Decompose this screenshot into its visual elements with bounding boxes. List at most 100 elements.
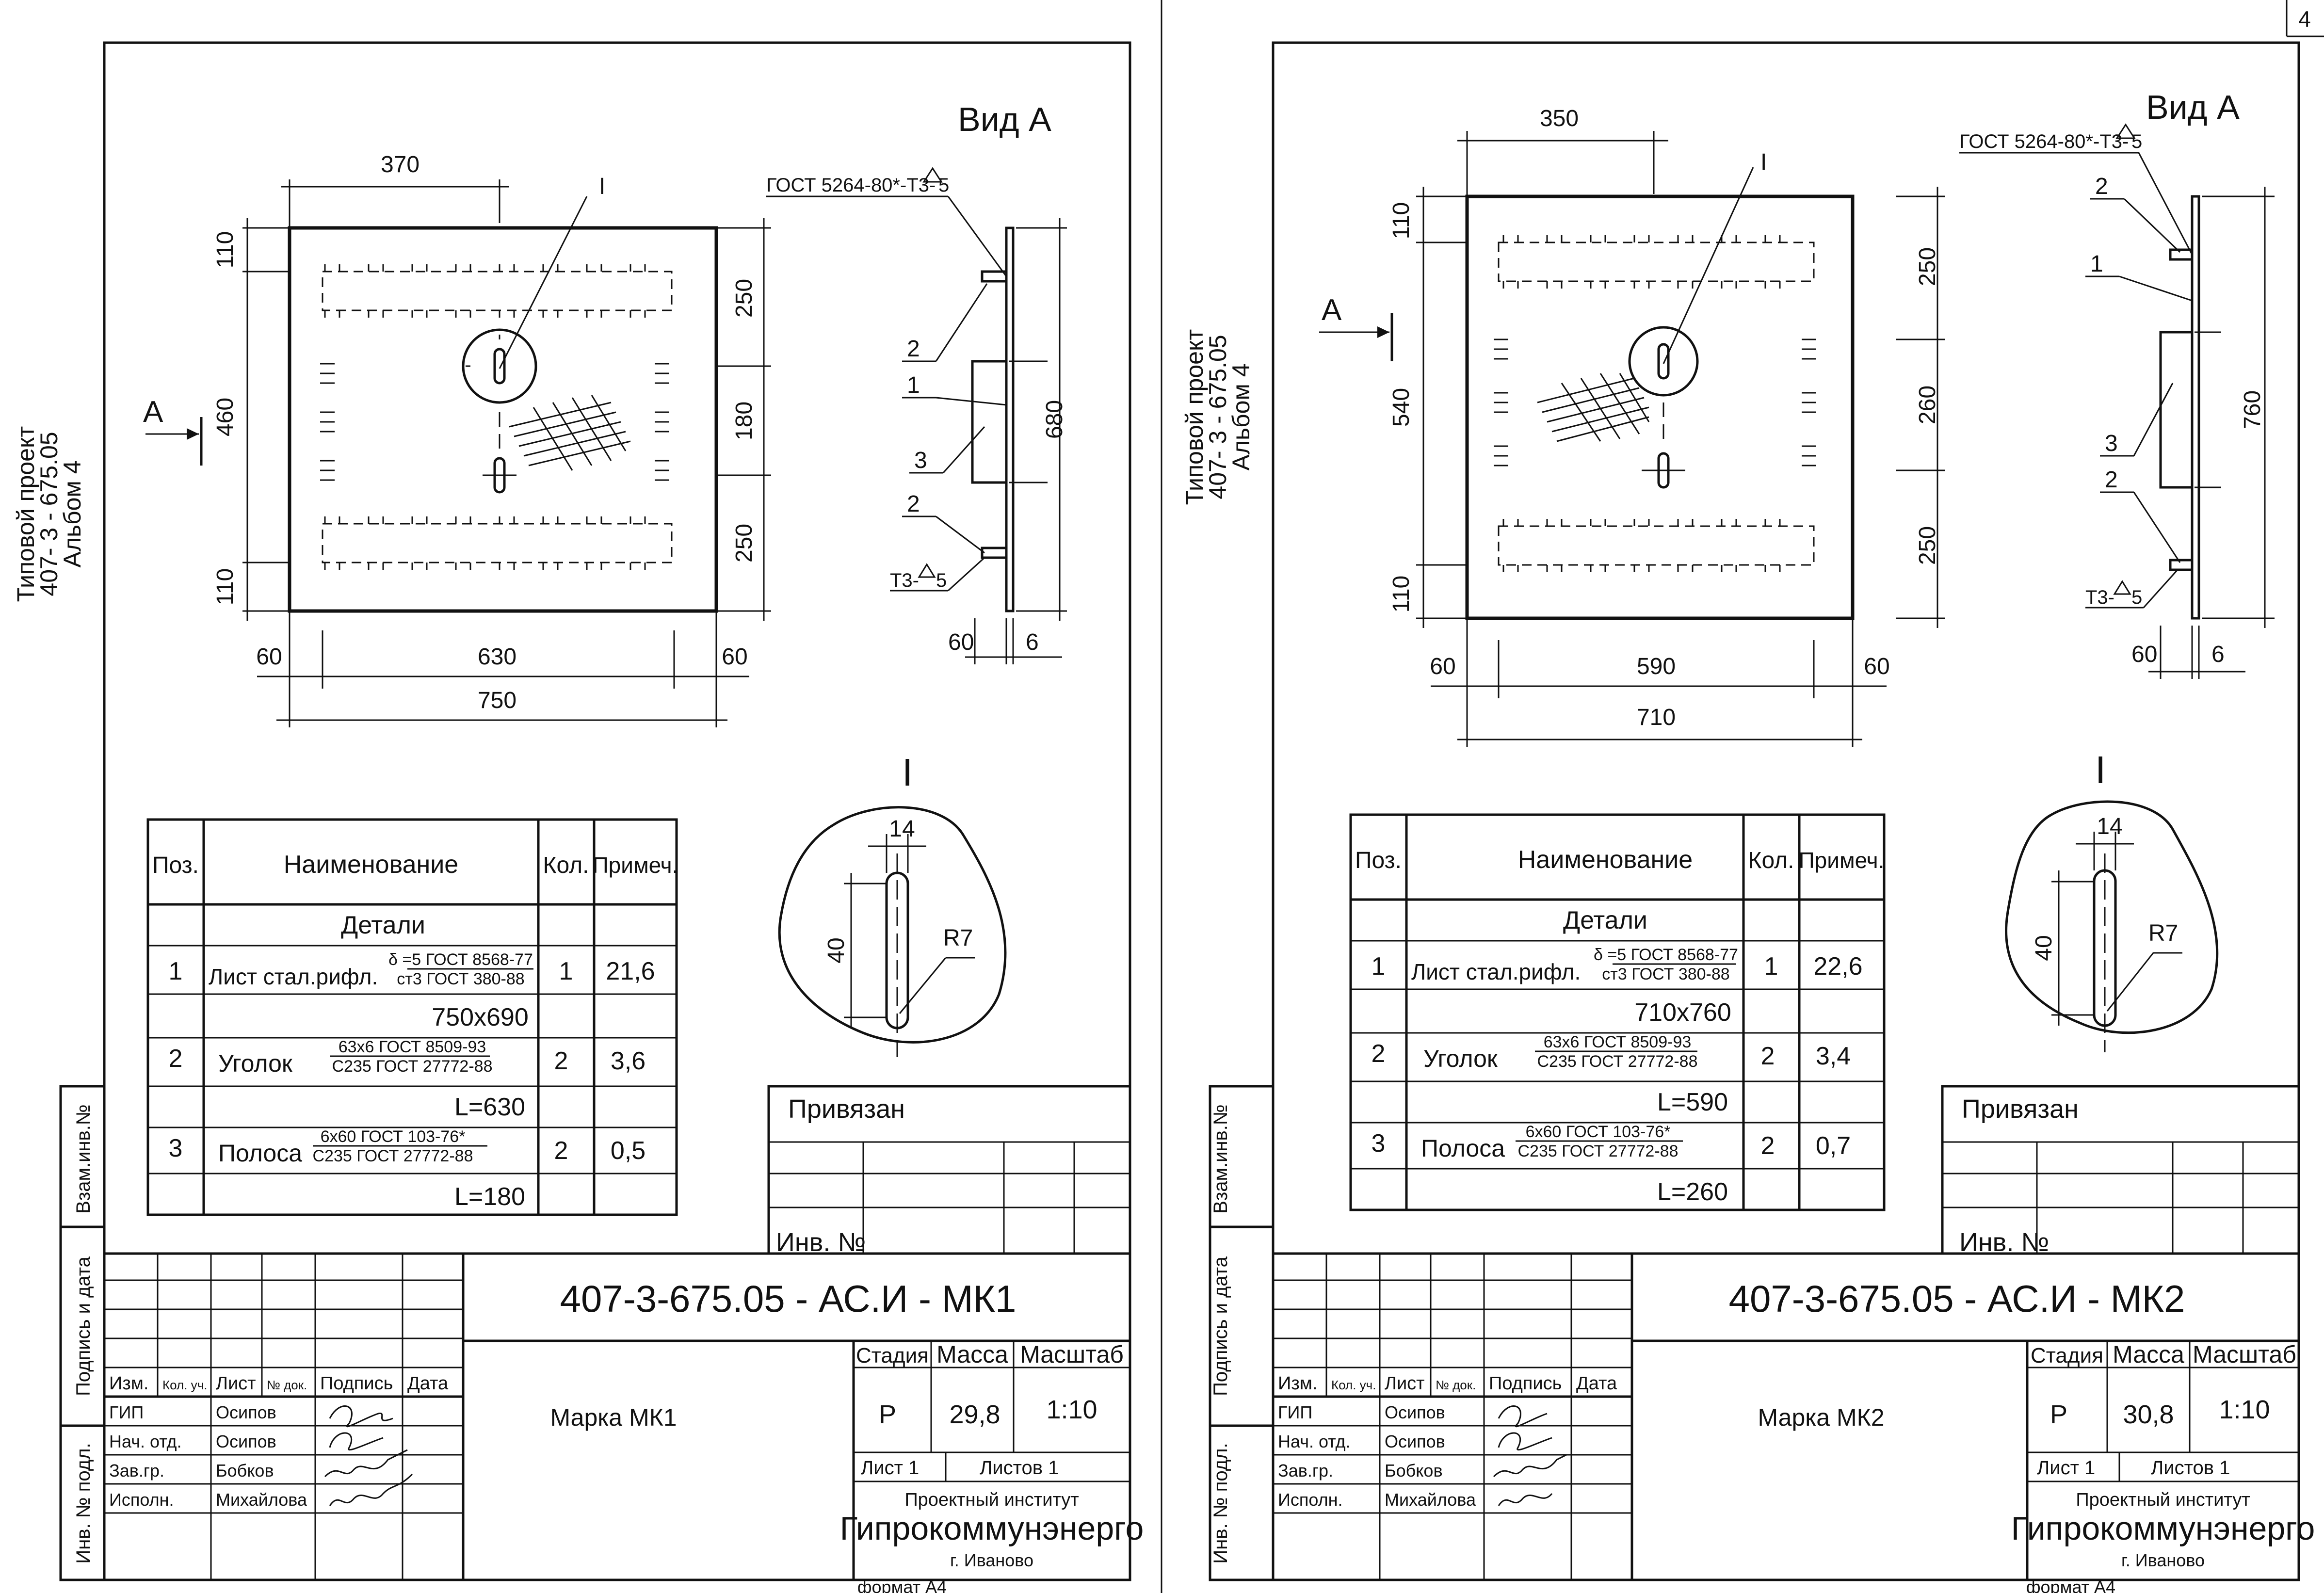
svg-text:Нач. отд.: Нач. отд. — [109, 1432, 182, 1451]
svg-text:3: 3 — [914, 448, 927, 473]
svg-text:3: 3 — [1372, 1129, 1386, 1158]
svg-text:1:10: 1:10 — [2219, 1395, 2270, 1424]
svg-text:Типовой проект: Типовой проект — [1181, 329, 1208, 505]
svg-text:5: 5 — [936, 570, 947, 591]
svg-text:30,8: 30,8 — [2123, 1400, 2174, 1429]
svg-text:Альбом 4: Альбом 4 — [1227, 363, 1255, 470]
svg-text:Наименование: Наименование — [1518, 846, 1693, 874]
signatures — [324, 1405, 413, 1506]
svg-text:Полоса: Полоса — [1421, 1135, 1505, 1162]
spec-table: Поз. Наименование Кол. Примеч. Детали 1 … — [1349, 813, 1886, 1211]
svg-text:750х690: 750х690 — [432, 1003, 529, 1031]
svg-text:710х760: 710х760 — [1634, 998, 1731, 1027]
svg-text:2: 2 — [907, 336, 920, 362]
svg-text:1:10: 1:10 — [1046, 1395, 1097, 1424]
svg-text:Наименование: Наименование — [284, 851, 458, 879]
svg-text:Масштаб: Масштаб — [1020, 1341, 1124, 1368]
svg-text:6х60 ГОСТ 103-76*: 6х60 ГОСТ 103-76* — [1526, 1123, 1671, 1141]
svg-text:Лист: Лист — [216, 1373, 256, 1394]
svg-text:Кол.: Кол. — [543, 853, 589, 878]
svg-text:630: 630 — [478, 644, 516, 670]
svg-text:2: 2 — [554, 1047, 568, 1075]
svg-text:Зав.гр.: Зав.гр. — [109, 1461, 164, 1480]
svg-text:R7: R7 — [943, 925, 973, 951]
svg-text:Привязан: Привязан — [1962, 1094, 2079, 1124]
svg-text:г. Иваново: г. Иваново — [950, 1550, 1033, 1570]
plate-plan: I — [288, 174, 718, 613]
svg-text:R7: R7 — [2148, 920, 2178, 946]
svg-text:С235 ГОСТ 27772-88: С235 ГОСТ 27772-88 — [1517, 1142, 1678, 1160]
hole-circle — [1628, 326, 1699, 397]
svg-text:407- 3 - 675.05: 407- 3 - 675.05 — [1204, 335, 1231, 499]
svg-text:L=630: L=630 — [454, 1093, 525, 1121]
hatch-pattern — [509, 395, 631, 471]
document-code: 407-3-675.05 - АС.И - МК2 — [1729, 1277, 2185, 1320]
svg-text:180: 180 — [731, 402, 757, 440]
svg-text:С235 ГОСТ 27772-88: С235 ГОСТ 27772-88 — [332, 1057, 492, 1076]
svg-text:3: 3 — [169, 1134, 183, 1162]
title-block: Изм. Кол. уч. Лист № док. Подпись Дата Г… — [1272, 1252, 2315, 1581]
svg-text:L=590: L=590 — [1657, 1088, 1728, 1116]
svg-text:Уголок: Уголок — [1423, 1045, 1498, 1072]
detail-i: I 14 40 R7 — [778, 751, 1007, 1057]
svg-text:ст3 ГОСТ 380-88: ст3 ГОСТ 380-88 — [397, 970, 524, 988]
format-label: формат А4 — [2026, 1577, 2115, 1593]
svg-text:3: 3 — [2105, 431, 2118, 456]
svg-text:5: 5 — [2131, 587, 2142, 608]
svg-text:А: А — [143, 395, 163, 429]
svg-text:Взам.инв.№: Взам.инв.№ — [73, 1104, 94, 1214]
svg-text:250: 250 — [731, 524, 757, 563]
side-stamps: Взам.инв.№ Подпись и дата Инв. № подл. — [1209, 1085, 1275, 1581]
svg-text:29,8: 29,8 — [949, 1400, 1000, 1429]
svg-text:2: 2 — [2095, 174, 2108, 199]
svg-text:Лист стал.рифл.: Лист стал.рифл. — [1411, 959, 1581, 984]
svg-text:1: 1 — [907, 372, 920, 398]
privyazan-block: Привязан Инв. № — [1941, 1085, 2300, 1257]
svg-text:Поз.: Поз. — [1355, 848, 1402, 873]
svg-text:г. Иваново: г. Иваново — [2121, 1550, 2205, 1570]
svg-text:110: 110 — [212, 568, 238, 606]
side-stamps: Взам.инв.№ Подпись и дата Инв. № подл. — [59, 1085, 106, 1581]
svg-text:Изм.: Изм. — [109, 1373, 148, 1394]
sheet-mk1: Типовой проект 407- 3 - 675.05 Альбом 4 — [12, 41, 1144, 1593]
svg-text:1: 1 — [169, 957, 183, 985]
svg-text:5: 5 — [2131, 131, 2142, 152]
svg-text:1: 1 — [559, 957, 573, 985]
document-code: 407-3-675.05 - АС.И - МК1 — [560, 1277, 1017, 1320]
spec-table: Поз. Наименование Кол. Примеч. Детали 1 … — [146, 818, 678, 1216]
svg-text:0,5: 0,5 — [611, 1137, 646, 1165]
svg-text:1: 1 — [2090, 251, 2103, 277]
side-project-label: Типовой проект 407- 3 - 675.05 Альбом 4 — [12, 426, 86, 602]
svg-text:63х6 ГОСТ 8509-93: 63х6 ГОСТ 8509-93 — [1544, 1033, 1692, 1051]
svg-text:Инв. № подл.: Инв. № подл. — [73, 1443, 94, 1563]
svg-text:Типовой проект: Типовой проект — [12, 426, 39, 602]
svg-text:407- 3 - 675.05: 407- 3 - 675.05 — [35, 432, 63, 596]
svg-text:Листов 1: Листов 1 — [980, 1457, 1059, 1479]
svg-text:60: 60 — [2131, 642, 2157, 667]
svg-text:С235 ГОСТ 27772-88: С235 ГОСТ 27772-88 — [1537, 1052, 1697, 1071]
svg-text:Инв. №: Инв. № — [776, 1228, 866, 1257]
section-view-a: Вид А 680 60 6 ГОСТ 5264-80*-Т3- 5 — [766, 100, 1067, 664]
svg-text:60: 60 — [948, 629, 974, 655]
svg-text:Поз.: Поз. — [152, 853, 199, 878]
svg-text:590: 590 — [1637, 654, 1676, 679]
svg-text:А: А — [1322, 293, 1342, 327]
svg-text:3,6: 3,6 — [611, 1047, 646, 1075]
svg-text:60: 60 — [256, 644, 282, 670]
svg-text:Р: Р — [879, 1400, 896, 1429]
svg-text:350: 350 — [1540, 106, 1579, 131]
hole-circle — [462, 328, 537, 404]
svg-text:I: I — [902, 751, 913, 794]
svg-text:250: 250 — [1915, 247, 1940, 286]
svg-text:Марка МК2: Марка МК2 — [1758, 1404, 1884, 1431]
svg-text:Осипов: Осипов — [1385, 1402, 1445, 1422]
svg-text:Лист 1: Лист 1 — [861, 1457, 919, 1479]
svg-text:3,4: 3,4 — [1816, 1042, 1851, 1070]
plan-dimensions: 370 60 630 60 750 110 460 110 — [143, 152, 771, 727]
svg-text:Нач. отд.: Нач. отд. — [1278, 1432, 1351, 1451]
svg-text:№ док.: № док. — [1436, 1378, 1476, 1392]
svg-text:Зав.гр.: Зав.гр. — [1278, 1461, 1333, 1480]
svg-text:Михайлова: Михайлова — [1385, 1490, 1476, 1510]
svg-text:2: 2 — [1372, 1040, 1386, 1068]
svg-text:Лист: Лист — [1385, 1373, 1425, 1394]
